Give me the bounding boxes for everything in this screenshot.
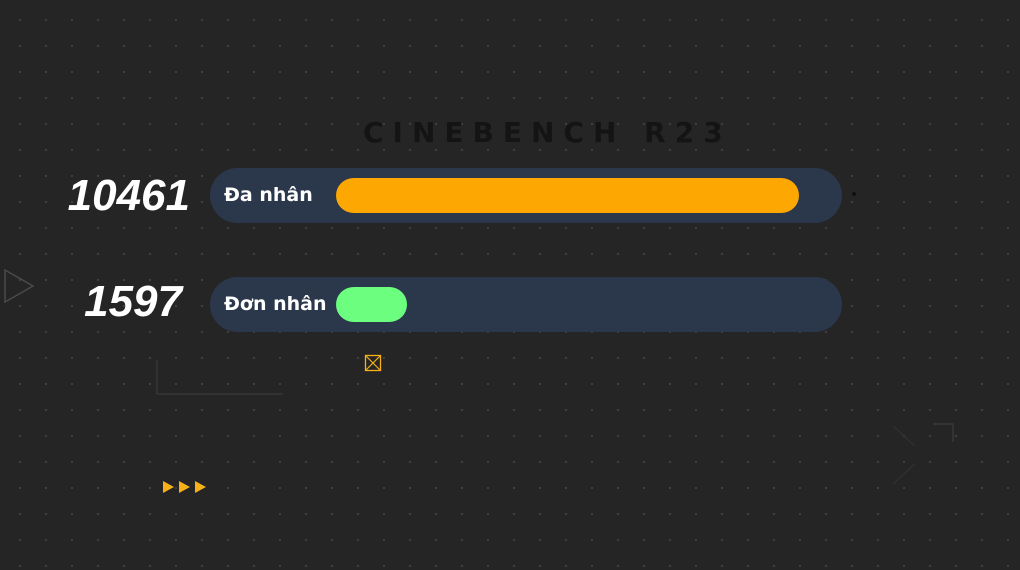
bar-fill-area-single-core (336, 287, 799, 322)
bar-fill-single-core (336, 287, 407, 322)
bar-label-multi-core: Đa nhân (224, 184, 313, 206)
bar-fill-multi-core (336, 178, 799, 213)
bar-track-multi-core: Đa nhân (210, 168, 842, 223)
score-value-multi-core: 10461 (67, 171, 190, 220)
triple-arrow-icon (163, 481, 206, 493)
score-value-single-core: 1597 (84, 277, 182, 326)
play-outline-icon (4, 268, 35, 304)
bar-label-single-core: Đơn nhân (224, 293, 327, 315)
dot-decoration (852, 192, 856, 196)
bar-track-single-core: Đơn nhân (210, 277, 842, 332)
corner-bracket-decoration (156, 360, 283, 395)
corner-lines-decoration (892, 423, 954, 485)
chart-title: CINEBENCH R23 (363, 116, 732, 149)
bar-fill-area-multi-core (336, 178, 799, 213)
crossed-box-icon (364, 354, 382, 372)
